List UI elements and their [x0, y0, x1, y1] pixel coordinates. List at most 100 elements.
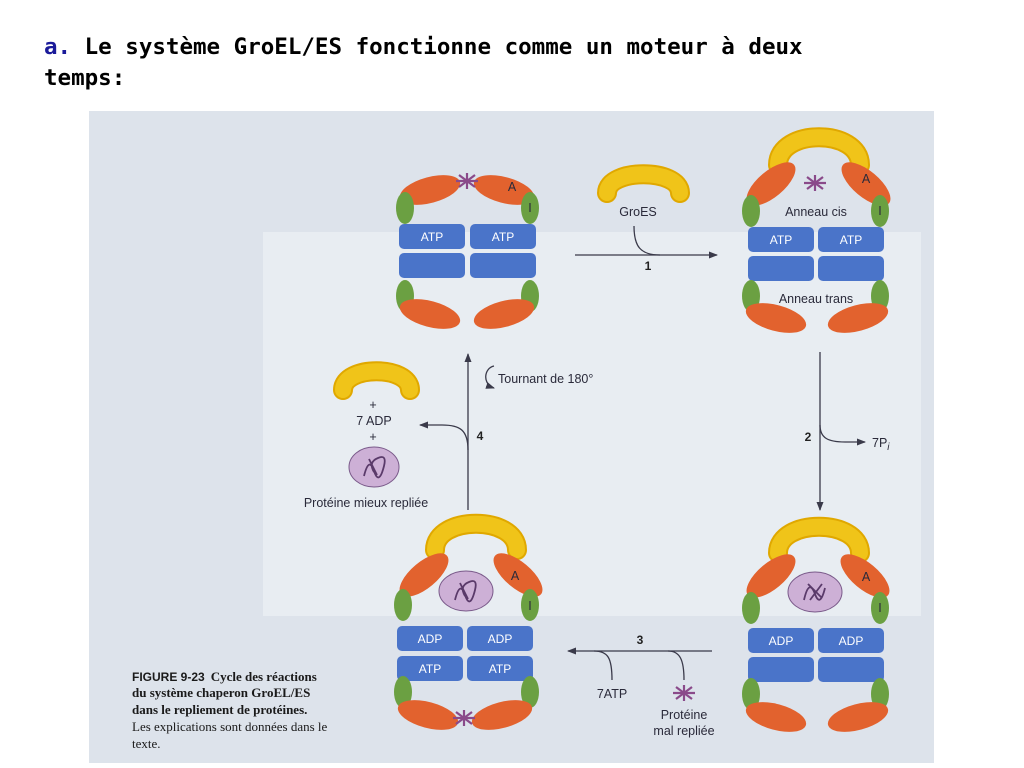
step-number: 2: [805, 430, 812, 444]
apical-domain: [746, 162, 796, 206]
misfolded-protein-icon: [803, 583, 826, 601]
label-a: A: [862, 570, 871, 584]
label-i: I: [878, 204, 881, 218]
complex-bottom-right: A I ADP ADP: [742, 516, 890, 732]
misfolded-protein-icon: [804, 175, 826, 191]
label-7adp: 7 ADP: [356, 414, 391, 428]
background-panel: [263, 232, 921, 616]
equatorial-domain: [818, 227, 884, 252]
misfolded-protein-icon: [456, 173, 478, 189]
label-anneau-cis: Anneau cis: [785, 205, 847, 219]
label-atp: ATP: [489, 662, 511, 676]
equatorial-domain: [399, 253, 465, 278]
intermediate-domain: [742, 592, 760, 624]
apical-domain: [471, 700, 533, 730]
label-atp: ATP: [492, 230, 514, 244]
label-atp: ATP: [840, 233, 862, 247]
apical-domain: [493, 553, 543, 597]
equatorial-domain: [748, 256, 814, 281]
label-adp: ADP: [488, 632, 513, 646]
step-number: 1: [645, 259, 652, 273]
intermediate-domain: [871, 678, 889, 710]
apical-domain: [399, 553, 449, 597]
complex-bottom-left: A I ADP ADP ATP ATP: [394, 513, 543, 730]
intermediate-domain: [521, 192, 539, 224]
label-anneau-trans: Anneau trans: [779, 292, 853, 306]
label-i: I: [528, 201, 531, 215]
release-arrow: [419, 421, 469, 451]
groes-cap: [599, 166, 688, 201]
equatorial-domain: [748, 657, 814, 682]
apical-domain: [745, 702, 807, 732]
step-3: 3 7ATP Protéine mal repliée: [567, 633, 715, 738]
title-letter: a.: [44, 34, 72, 60]
caption-line-5: texte.: [132, 736, 161, 751]
label-i: I: [528, 599, 531, 613]
groes-cap: [335, 363, 418, 398]
apical-domain: [827, 702, 889, 732]
misfolded-protein-icon: [453, 710, 475, 726]
label-atp: ATP: [770, 233, 792, 247]
apical-domain: [473, 299, 535, 329]
step-2: 2 7Pi: [805, 352, 890, 511]
intermediate-domain: [394, 676, 412, 708]
label-proteine-mieux: Protéine mieux repliée: [304, 496, 428, 510]
intermediate-domain: [521, 676, 539, 708]
apical-domain: [840, 554, 890, 598]
equatorial-domain: [748, 628, 814, 653]
label-a: A: [862, 172, 871, 186]
equatorial-domain: [467, 656, 533, 681]
equatorial-domain: [818, 657, 884, 682]
intermediate-domain: [742, 195, 760, 227]
label-adp: ADP: [769, 634, 794, 648]
label-adp: ADP: [418, 632, 443, 646]
label-plus: +: [369, 430, 376, 444]
complex-top-left: A I ATP ATP: [396, 173, 539, 329]
intermediate-domain: [396, 192, 414, 224]
title-line-1: Le système GroEL/ES fonctionne comme un …: [71, 34, 803, 60]
label-tournant: Tournant de 180°: [498, 372, 593, 386]
intermediate-domain: [742, 678, 760, 710]
label-groes: GroES: [619, 205, 657, 219]
equatorial-domain: [467, 626, 533, 651]
folded-protein-icon: [363, 456, 386, 479]
groes-join-line: [633, 225, 661, 256]
equatorial-domain: [470, 253, 536, 278]
equatorial-domain: [748, 227, 814, 252]
step-number: 4: [477, 429, 484, 443]
caption-line-4: Les explications sont données dans le: [132, 719, 328, 734]
equatorial-domain: [818, 256, 884, 281]
title-line-2: temps:: [44, 65, 126, 91]
rotate-icon: [485, 365, 495, 389]
label-atp: ATP: [419, 662, 441, 676]
groes-cap: [427, 515, 525, 558]
apical-domain: [827, 303, 889, 333]
label-a: A: [511, 569, 520, 583]
slide-title: a. Le système GroEL/ES fonctionne comme …: [44, 32, 944, 94]
label-a: A: [508, 180, 517, 194]
step-1: GroES 1: [575, 164, 718, 273]
apical-domain: [397, 700, 459, 730]
cycle-diagram: A I ATP ATP A: [132, 127, 921, 751]
apical-domain: [399, 299, 461, 329]
apical-domain: [746, 554, 796, 598]
label-atp: ATP: [421, 230, 443, 244]
apical-domain: [745, 303, 807, 333]
label-7atp: 7ATP: [597, 687, 627, 701]
step-number: 3: [637, 633, 644, 647]
apical-domain: [473, 175, 535, 205]
groes-cap: [770, 518, 868, 561]
apical-domain: [841, 162, 891, 206]
complex-top-right: A I Anneau cis ATP ATP Anneau trans: [742, 127, 891, 333]
label-7pi: 7Pi: [872, 436, 890, 453]
label-plus: +: [369, 398, 376, 412]
misfolded-protein-icon: [673, 685, 695, 701]
label-i: I: [878, 601, 881, 615]
protein-join-line: [667, 650, 685, 681]
protein-blob: [438, 570, 494, 612]
equatorial-domain: [818, 628, 884, 653]
equatorial-domain: [399, 224, 465, 249]
equatorial-domain: [470, 224, 536, 249]
phosphate-release-arrow: [819, 424, 866, 446]
